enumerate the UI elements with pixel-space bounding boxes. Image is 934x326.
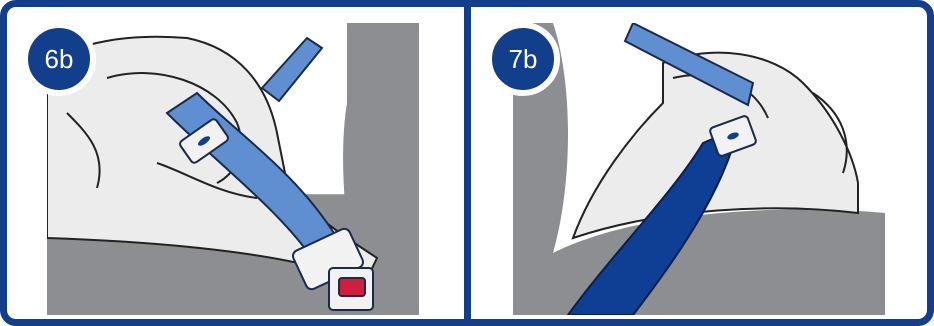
buckle-icon xyxy=(292,227,374,311)
step-badge-6b: 6b xyxy=(22,22,96,96)
step-6b-drawing xyxy=(47,23,419,315)
belt-guide-clip-icon-2 xyxy=(709,115,757,157)
seat-side-shape xyxy=(343,23,419,315)
release-button-red-icon xyxy=(338,277,366,297)
seat-cushion-shape-2 xyxy=(513,23,885,315)
step-7b-illustration xyxy=(513,23,885,315)
seat-belt-dark xyxy=(566,126,740,315)
step-6b-illustration xyxy=(47,23,419,315)
seat-belt-shoulder-2 xyxy=(623,23,755,107)
panel-divider xyxy=(464,7,471,319)
belt-guide-clip-icon xyxy=(179,118,229,164)
seat-belt-shoulder xyxy=(260,36,324,103)
step-badge-7b: 7b xyxy=(486,22,560,96)
step-7b-drawing xyxy=(513,23,885,315)
